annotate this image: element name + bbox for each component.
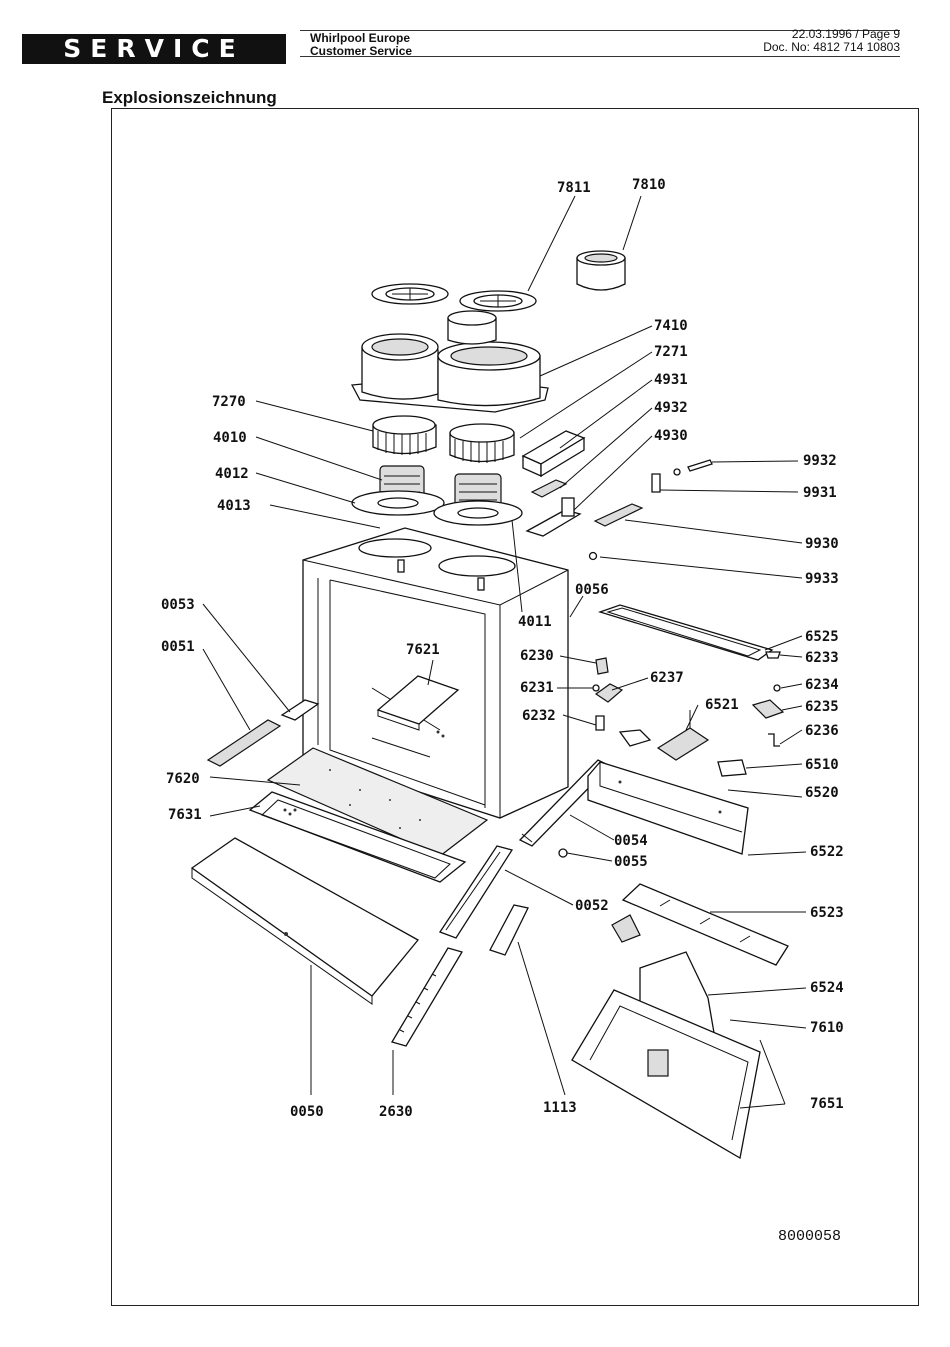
side-parts-623x <box>751 651 785 747</box>
label-6525: 6525 <box>805 629 839 645</box>
control-slider-9930 <box>593 503 644 527</box>
filter-cover-left <box>371 283 449 305</box>
knob-6237 <box>594 683 624 703</box>
company-name: Whirlpool Europe <box>310 31 410 45</box>
control-frame-6525 <box>597 604 774 661</box>
label-6232: 6232 <box>522 708 556 724</box>
label-4011: 4011 <box>518 614 552 630</box>
label-0054: 0054 <box>614 833 648 849</box>
switch-bracket <box>525 497 582 537</box>
clip-1113 <box>489 904 529 956</box>
drawing-frame <box>111 108 919 1306</box>
label-0050: 0050 <box>290 1104 324 1120</box>
small-parts-9932-9931 <box>651 459 713 493</box>
label-7810: 7810 <box>632 177 666 193</box>
slide-rail-2630 <box>391 947 463 1047</box>
label-7631: 7631 <box>168 807 202 823</box>
switch-6521 <box>656 710 710 761</box>
glass-panel-6523 <box>621 883 789 966</box>
label-0055: 0055 <box>614 854 648 870</box>
terminal-block <box>530 479 568 498</box>
bracket-6232 <box>595 715 605 731</box>
company-department: Customer Service <box>310 44 413 58</box>
label-4931: 4931 <box>654 372 688 388</box>
fan-wheel-left <box>372 415 437 455</box>
label-4013: 4013 <box>217 498 251 514</box>
document-number: Doc. No: 4812 714 10803 <box>763 40 900 54</box>
lamp-holder-left <box>618 729 652 747</box>
label-6522: 6522 <box>810 844 844 860</box>
motor-plate-left <box>351 490 445 516</box>
label-7621: 7621 <box>406 642 440 658</box>
label-6234: 6234 <box>805 677 839 693</box>
capacitor <box>521 430 586 478</box>
label-7410: 7410 <box>654 318 688 334</box>
label-6233: 6233 <box>805 650 839 666</box>
header-rule-bottom <box>300 56 900 57</box>
grease-filter-panel-7620 <box>266 747 489 857</box>
label-0053: 0053 <box>161 597 195 613</box>
company-block: Whirlpool Europe Customer Service <box>310 32 412 58</box>
label-9930: 9930 <box>805 536 839 552</box>
label-6231: 6231 <box>520 680 554 696</box>
label-2630: 2630 <box>379 1104 413 1120</box>
label-6236: 6236 <box>805 723 839 739</box>
label-7651: 7651 <box>810 1096 844 1112</box>
label-9931: 9931 <box>803 485 837 501</box>
rail-front-0052 <box>439 845 514 939</box>
filter-cover-right <box>459 290 537 312</box>
label-7271: 7271 <box>654 344 688 360</box>
label-6237: 6237 <box>650 670 684 686</box>
motor-plate-right <box>433 500 523 526</box>
rail-left-0053 <box>280 699 320 721</box>
front-panel-0050 <box>190 837 419 1005</box>
label-6520: 6520 <box>805 785 839 801</box>
label-6524: 6524 <box>810 980 844 996</box>
fan-wheel-right <box>449 423 515 463</box>
washer-9933 <box>588 551 598 561</box>
bottom-tray-7651 <box>571 989 761 1160</box>
control-panel-6522 <box>587 761 749 855</box>
filter-plate-7621 <box>376 675 460 738</box>
label-0051: 0051 <box>161 639 195 655</box>
leader-lines <box>202 195 807 1109</box>
rail-left-0051 <box>206 719 282 767</box>
drawing-document-number: 8000058 <box>778 1228 841 1245</box>
label-9933: 9933 <box>805 571 839 587</box>
page-title: Explosionszeichnung <box>102 88 277 107</box>
control-clip-6230 <box>595 657 609 675</box>
label-0056: 0056 <box>575 582 609 598</box>
lamp-6510 <box>717 759 747 777</box>
label-9932: 9932 <box>803 453 837 469</box>
label-7811: 7811 <box>557 180 591 196</box>
label-6510: 6510 <box>805 757 839 773</box>
label-7620: 7620 <box>166 771 200 787</box>
label-4010: 4010 <box>213 430 247 446</box>
fan-housing <box>350 310 549 413</box>
screw-0055 <box>558 848 568 858</box>
document-info: 22.03.1996 / Page 9 Doc. No: 4812 714 10… <box>763 28 900 54</box>
label-4932: 4932 <box>654 400 688 416</box>
label-7610: 7610 <box>810 1020 844 1036</box>
hood-cabinet <box>302 527 569 819</box>
filter-frame-7631 <box>248 791 467 883</box>
header-rule-top <box>300 30 900 31</box>
label-6521: 6521 <box>705 697 739 713</box>
label-6235: 6235 <box>805 699 839 715</box>
label-7270: 7270 <box>212 394 246 410</box>
label-0052: 0052 <box>575 898 609 914</box>
label-4012: 4012 <box>215 466 249 482</box>
label-1113: 1113 <box>543 1100 577 1116</box>
label-6523: 6523 <box>810 905 844 921</box>
service-banner: SERVICE <box>22 34 286 64</box>
grease-filter-cup <box>576 250 626 291</box>
label-4930: 4930 <box>654 428 688 444</box>
label-6230: 6230 <box>520 648 554 664</box>
date-page: 22.03.1996 / Page 9 <box>791 27 900 41</box>
spring-6231 <box>592 684 600 692</box>
